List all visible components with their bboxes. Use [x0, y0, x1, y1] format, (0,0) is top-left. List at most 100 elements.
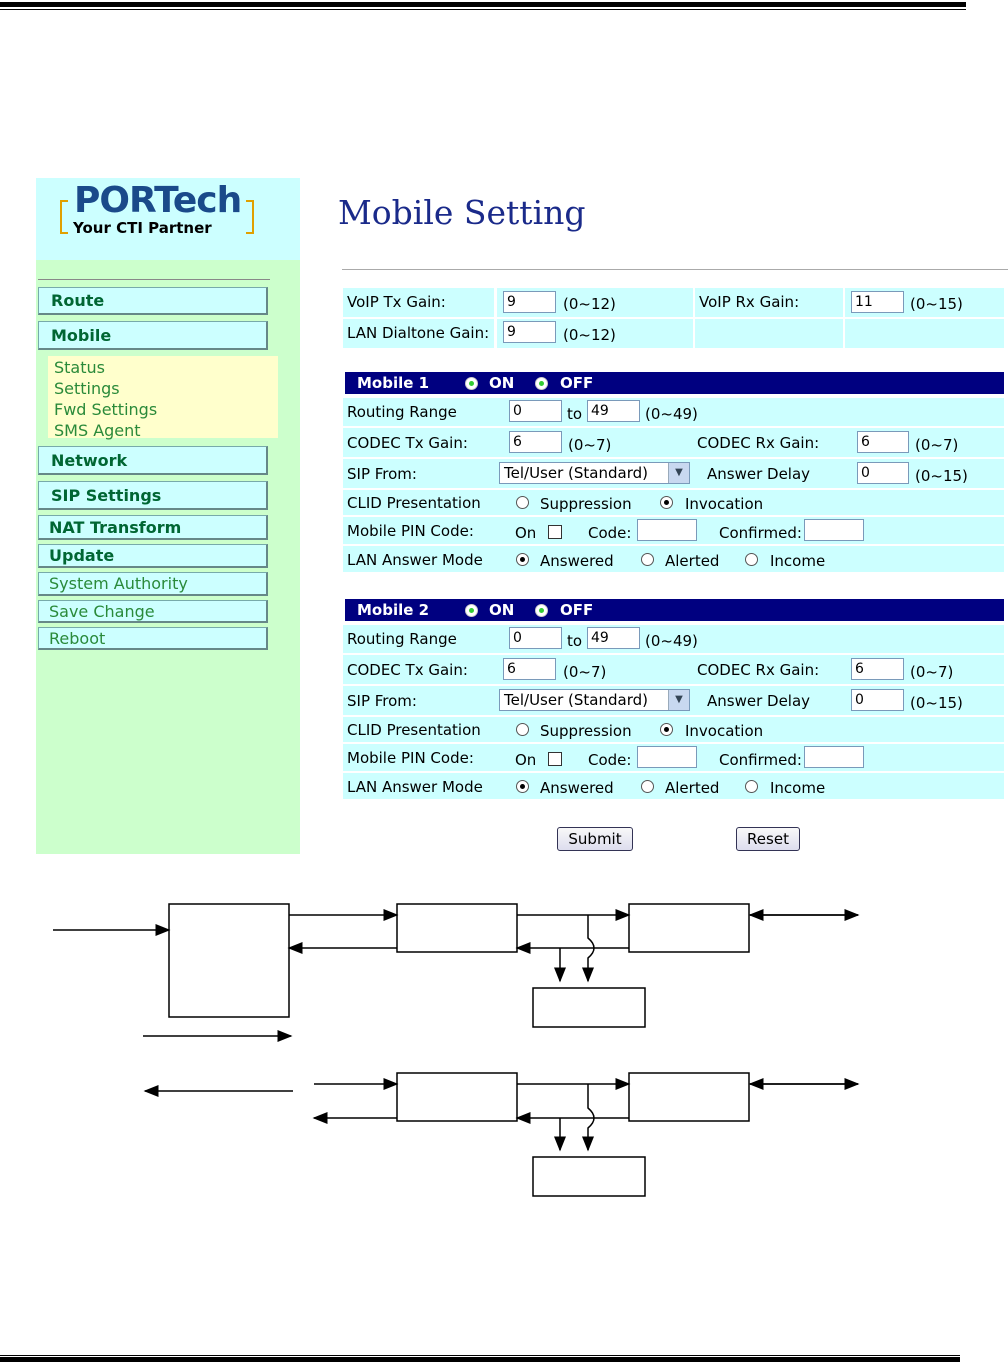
mobile1-codec-tx-input[interactable]: 6 — [509, 431, 562, 453]
mobile2-income-radio[interactable] — [745, 780, 758, 793]
mobile2-invocation-radio[interactable] — [660, 723, 673, 736]
mobile1-clid-row — [343, 490, 1004, 515]
mobile1-answer-delay-input[interactable]: 0 — [857, 462, 909, 484]
mobile1-suppression-label: Suppression — [540, 495, 632, 513]
mobile1-codec-tx-range: (0~7) — [568, 436, 612, 454]
mobile1-off-label: OFF — [560, 374, 594, 392]
mobile2-sip-from-label: SIP From: — [347, 692, 417, 710]
submit-button[interactable]: Submit — [557, 827, 633, 851]
sidebar-item-save-change[interactable]: Save Change — [38, 600, 268, 623]
mobile2-lan-answer-label: LAN Answer Mode — [347, 778, 483, 796]
bottom-rule — [0, 1357, 960, 1362]
mobile1-lan-row — [343, 546, 1004, 572]
voip-rx-label: VoIP Rx Gain: — [699, 293, 800, 311]
sidebar-item-update[interactable]: Update — [38, 544, 268, 568]
mobile2-income-label: Income — [770, 779, 826, 797]
bottom-rule-thin — [0, 1355, 960, 1356]
mobile2-suppression-label: Suppression — [540, 722, 632, 740]
sidebar-item-network[interactable]: Network — [38, 446, 268, 475]
mobile2-codec-rx-input[interactable]: 6 — [851, 658, 904, 680]
lan-dialtone-label: LAN Dialtone Gain: — [347, 324, 490, 342]
mobile2-codec-tx-input[interactable]: 6 — [503, 658, 556, 680]
sidebar-subitem-settings[interactable]: Settings — [54, 379, 120, 398]
sidebar-subitem-status[interactable]: Status — [54, 358, 105, 377]
mobile2-on-label: ON — [489, 601, 515, 619]
mobile2-pin-on-label: On — [515, 751, 537, 769]
sidebar-item-mobile[interactable]: Mobile — [38, 321, 268, 350]
mobile2-pin-label: Mobile PIN Code: — [347, 749, 474, 767]
lan-dialtone-label-cell: LAN Dialtone Gain: — [343, 319, 494, 348]
mobile2-sip-from-select[interactable]: Tel/User (Standard) ▼ — [499, 689, 690, 711]
mobile1-off-radio[interactable] — [535, 377, 548, 390]
voip-tx-gain-input[interactable]: 9 — [503, 291, 556, 313]
mobile2-routing-row — [343, 625, 1004, 653]
mobile2-alerted-radio[interactable] — [641, 780, 654, 793]
sidebar-item-route[interactable]: Route — [38, 287, 268, 315]
mobile1-answer-delay-label: Answer Delay — [707, 465, 811, 483]
sidebar-subitem-sms-agent[interactable]: SMS Agent — [54, 421, 141, 440]
mobile2-off-label: OFF — [560, 601, 594, 619]
mobile1-suppression-radio[interactable] — [516, 496, 529, 509]
logo-area — [36, 178, 300, 260]
mobile1-income-label: Income — [770, 552, 826, 570]
mobile2-routing-from-input[interactable]: 0 — [509, 627, 562, 649]
mobile2-routing-label: Routing Range — [347, 630, 457, 648]
mobile1-codec-rx-input[interactable]: 6 — [857, 431, 909, 453]
sidebar-item-reboot[interactable]: Reboot — [38, 627, 268, 650]
mobile1-routing-range: (0~49) — [645, 405, 698, 423]
mobile1-invocation-radio[interactable] — [660, 496, 673, 509]
voip-tx-range: (0~12) — [563, 295, 616, 313]
mobile2-lan-row — [343, 773, 1004, 799]
mobile2-answer-delay-input[interactable]: 0 — [851, 689, 904, 711]
mobile2-suppression-radio[interactable] — [516, 723, 529, 736]
voip-rx-gain-input[interactable]: 11 — [851, 291, 904, 313]
mobile1-confirmed-input[interactable] — [804, 519, 864, 541]
sidebar-item-nat-transform[interactable]: NAT Transform — [38, 515, 268, 540]
lan-dialtone-gain-input[interactable]: 9 — [503, 321, 556, 343]
mobile2-on-radio[interactable] — [465, 604, 478, 617]
mobile2-answered-radio[interactable] — [516, 780, 529, 793]
mobile1-answer-delay-range: (0~15) — [915, 467, 968, 485]
sidebar-item-sip-settings[interactable]: SIP Settings — [38, 481, 268, 510]
mobile1-invocation-label: Invocation — [685, 495, 764, 513]
mobile1-routing-from-input[interactable]: 0 — [509, 400, 562, 422]
sidebar-subitem-fwd-settings[interactable]: Fwd Settings — [54, 400, 158, 419]
mobile2-clid-row — [343, 717, 1004, 742]
mobile1-clid-label: CLID Presentation — [347, 494, 481, 512]
diagram-block-main — [168, 903, 290, 1018]
logo-bracket-left — [60, 200, 68, 234]
mobile1-sip-from-select[interactable]: Tel/User (Standard) ▼ — [499, 462, 690, 484]
mobile2-confirmed-label: Confirmed: — [719, 751, 802, 769]
mobile2-answered-label: Answered — [540, 779, 614, 797]
mobile1-code-input[interactable] — [637, 519, 697, 541]
mobile1-header: Mobile 1 ON OFF — [345, 372, 1004, 394]
sidebar-item-system-authority[interactable]: System Authority — [38, 572, 268, 596]
mobile2-sip-from-value: Tel/User (Standard) — [504, 691, 648, 709]
title-divider — [342, 269, 1008, 270]
mobile2-clid-label: CLID Presentation — [347, 721, 481, 739]
mobile1-routing-to-input[interactable]: 49 — [587, 400, 640, 422]
lan-dialtone-range: (0~12) — [563, 326, 616, 344]
mobile1-codec-tx-label: CODEC Tx Gain: — [347, 434, 468, 452]
mobile1-routing-label: Routing Range — [347, 403, 457, 421]
reset-button[interactable]: Reset — [736, 827, 800, 851]
mobile1-pin-on-label: On — [515, 524, 537, 542]
mobile2-routing-to-input[interactable]: 49 — [587, 627, 640, 649]
mobile2-off-radio[interactable] — [535, 604, 548, 617]
diagram-block-upper-3 — [532, 987, 646, 1028]
mobile1-on-label: ON — [489, 374, 515, 392]
mobile1-code-label: Code: — [588, 524, 632, 542]
mobile1-income-radio[interactable] — [745, 553, 758, 566]
mobile2-to-label: to — [567, 632, 583, 650]
mobile2-confirmed-input[interactable] — [804, 746, 864, 768]
mobile1-answered-radio[interactable] — [516, 553, 529, 566]
chevron-down-icon[interactable]: ▼ — [668, 690, 689, 710]
mobile1-on-radio[interactable] — [465, 377, 478, 390]
mobile1-pin-on-checkbox[interactable] — [548, 525, 562, 539]
logo: PORTech — [74, 180, 242, 221]
mobile2-pin-on-checkbox[interactable] — [548, 752, 562, 766]
mobile1-alerted-radio[interactable] — [641, 553, 654, 566]
mobile2-code-input[interactable] — [637, 746, 697, 768]
chevron-down-icon[interactable]: ▼ — [668, 463, 689, 483]
mobile1-lan-answer-label: LAN Answer Mode — [347, 551, 483, 569]
